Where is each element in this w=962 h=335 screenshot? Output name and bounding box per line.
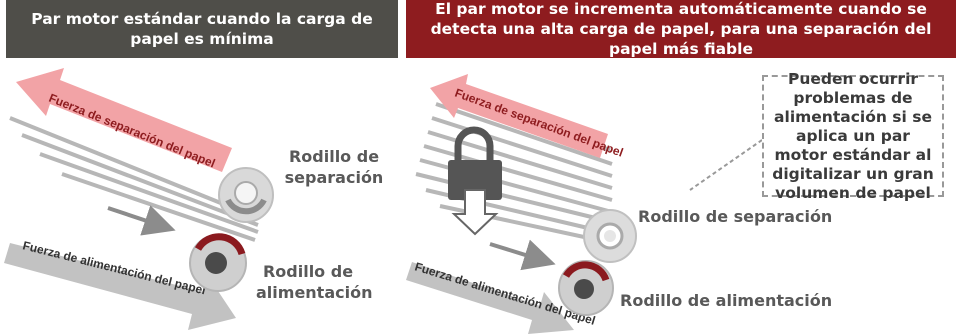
callout-leader [689,139,763,191]
paper-direction-arrow-right [489,239,556,271]
feed-roller-left [189,233,247,292]
separation-roller-label-right: Rodillo de separación [638,207,833,226]
paper-stack-left [9,116,259,242]
callout-feeding-problems: Pueden ocurrir problemas de alimentación… [762,70,944,202]
separation-force-label-left: Fuerza de separación del papel [47,91,217,171]
separation-roller-right [583,209,637,263]
separation-roller-left [218,167,274,223]
paper-direction-arrow-left [107,205,176,236]
feed-roller-right [558,260,614,316]
feed-roller-label-left: Rodillo de alimentación [256,262,373,302]
header-increased-torque: El par motor se incrementa automáticamen… [406,0,956,58]
separation-roller-label-left: Rodillo de separación [284,147,384,187]
lock-icon [448,126,502,236]
feed-roller-label-right: Rodillo de alimentación [620,291,833,310]
header-standard-torque: Par motor estándar cuando la carga de pa… [6,0,398,58]
